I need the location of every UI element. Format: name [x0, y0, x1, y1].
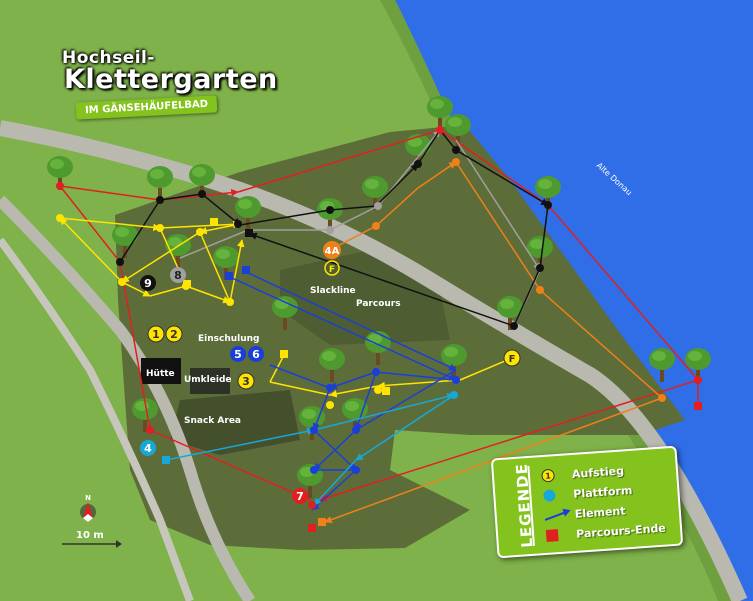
label-huette: Hütte	[146, 369, 175, 379]
legend-plattform-label: Plattform	[572, 483, 633, 501]
svg-text:9: 9	[144, 277, 152, 290]
marker-3[interactable]: 3	[237, 372, 255, 390]
label-snack-area: Snack Area	[184, 416, 241, 426]
element-arrow-icon	[544, 508, 571, 521]
marker-finish-1[interactable]: F	[324, 260, 340, 276]
marker-6[interactable]: 6	[248, 346, 264, 362]
marker-1[interactable]: 1	[147, 325, 165, 343]
svg-text:6: 6	[252, 348, 260, 361]
marker-4a[interactable]: 4A	[323, 241, 341, 259]
marker-4[interactable]: 4	[140, 440, 156, 456]
legend-parcours-ende: Parcours-Ende	[544, 519, 667, 545]
marker-finish-2[interactable]: F	[503, 349, 521, 367]
marker-8[interactable]: 8	[170, 267, 186, 283]
map-title: Hochseil- Klettergarten IM GÄNSEHÄUFELBA…	[62, 48, 278, 120]
legend-element: Element	[542, 501, 626, 525]
svg-text:7: 7	[296, 490, 304, 503]
svg-text:5: 5	[234, 348, 242, 361]
platforms	[56, 126, 702, 532]
svg-text:2: 2	[170, 328, 178, 341]
aufstieg-icon: 1	[541, 469, 555, 483]
marker-9[interactable]: 9	[140, 275, 156, 291]
svg-text:4: 4	[144, 442, 152, 455]
title-line-1: Hochseil-	[62, 48, 155, 68]
marker-5[interactable]: 5	[230, 346, 246, 362]
huette-building	[141, 358, 181, 384]
svg-text:F: F	[329, 265, 335, 275]
marker-7[interactable]: 7	[292, 488, 308, 504]
svg-text:1: 1	[545, 471, 552, 480]
side-path	[0, 195, 256, 601]
scale-label: 10 m	[76, 530, 104, 541]
label-slackline: Slackline	[310, 286, 356, 296]
svg-text:F: F	[509, 354, 516, 365]
svg-text:1: 1	[152, 328, 160, 341]
legend-aufstieg: 1 Aufstieg	[539, 461, 624, 485]
svg-text:3: 3	[242, 375, 250, 388]
legend-element-label: Element	[574, 503, 626, 521]
umkleide-building	[190, 368, 230, 394]
legend-plattform: Plattform	[541, 481, 633, 505]
course-yellow	[59, 217, 513, 398]
course-red	[59, 129, 699, 502]
marker-2[interactable]: 2	[165, 325, 183, 343]
small-path	[0, 237, 194, 601]
north-label: N	[85, 494, 91, 502]
course-black	[119, 128, 549, 327]
legend-aufstieg-label: Aufstieg	[571, 463, 625, 481]
scale-bar	[62, 540, 122, 548]
label-parcours: Parcours	[356, 299, 401, 309]
legend: LEGENDE 1 Aufstieg Plattform Element Par…	[490, 445, 684, 559]
course-lightblue	[165, 392, 455, 506]
label-umkleide: Umkleide	[184, 375, 232, 385]
title-line-2: Klettergarten	[64, 64, 278, 95]
svg-text:4A: 4A	[325, 246, 340, 257]
svg-text:8: 8	[174, 269, 182, 282]
north-arrow	[80, 502, 96, 522]
course-blue	[231, 271, 457, 511]
plattform-icon	[543, 489, 556, 502]
parcours-ende-icon	[545, 529, 559, 542]
main-path	[0, 120, 748, 601]
legend-ende-label: Parcours-Ende	[575, 521, 667, 541]
label-einschulung: Einschulung	[198, 334, 260, 344]
